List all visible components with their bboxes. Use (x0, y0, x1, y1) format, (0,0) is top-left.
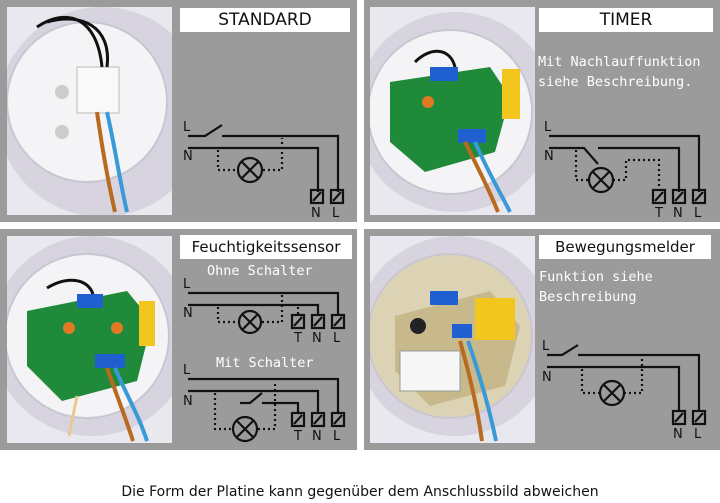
label-N: N (183, 149, 193, 164)
wiring-diagram-humidity: L N T N L L N T N L (183, 277, 346, 444)
label-L: L (183, 120, 191, 135)
label-L: L (542, 339, 550, 354)
panel-title-motion: Bewegungsmelder (539, 235, 711, 259)
motion-note-line2: Beschreibung (539, 289, 637, 305)
label-L: L (183, 363, 191, 378)
terminal-T: T (293, 331, 302, 346)
label-N: N (183, 306, 193, 321)
fan-photo-standard (7, 7, 172, 215)
wiring-diagram-standard: L N N L (183, 120, 345, 221)
terminal-L: L (333, 429, 341, 444)
label-N: N (542, 370, 552, 385)
terminal-L: L (332, 206, 340, 221)
panel-humidity: Feuchtigkeitssensor Ohne Schalter Mit Sc… (0, 229, 357, 450)
lamp-symbol (236, 156, 264, 184)
terminal-N: N (673, 206, 683, 221)
label-L: L (544, 120, 552, 135)
panel-title-humidity: Feuchtigkeitssensor (180, 235, 352, 259)
fan-photo-timer (370, 7, 535, 215)
fan-photo-motion (370, 236, 535, 443)
humidity-board-photo (7, 236, 172, 442)
label-N: N (183, 394, 193, 409)
terminal-T: T (293, 429, 302, 444)
lamp-symbol (587, 166, 615, 194)
timer-note-line2: siehe Beschreibung. (538, 74, 693, 90)
terminal-N: N (312, 331, 322, 346)
footer-note: Die Form der Platine kann gegenüber dem … (121, 484, 599, 500)
timer-board-photo (370, 12, 535, 213)
panel-timer: TIMER Mit Nachlauffunktion siehe Beschre… (364, 0, 720, 222)
motion-board-photo (370, 236, 535, 442)
timer-note-line1: Mit Nachlauffunktion (538, 54, 701, 70)
terminal-N: N (311, 206, 321, 221)
panel-title-standard: STANDARD (180, 8, 350, 32)
terminal-N: N (312, 429, 322, 444)
motion-note-line1: Funktion siehe (539, 269, 653, 285)
wiring-diagram-timer: L N T N L (544, 120, 707, 221)
panel-title-timer: TIMER (539, 8, 713, 32)
panel-standard: STANDARD L N N L (0, 0, 357, 222)
fan-photo-humidity (7, 236, 172, 443)
wiring-diagram-motion: L N N L (542, 339, 707, 442)
label-N: N (544, 149, 554, 164)
terminal-N: N (673, 427, 683, 442)
terminal-L: L (333, 331, 341, 346)
terminal-L: L (694, 427, 702, 442)
panel-motion: Bewegungsmelder Funktion siehe Beschreib… (364, 229, 720, 450)
fan-wiring-photo (7, 7, 172, 215)
terminal-L: L (694, 206, 702, 221)
humidity-sub-with-switch: Mit Schalter (216, 355, 314, 371)
humidity-sub-without-switch: Ohne Schalter (207, 263, 313, 279)
terminal-T: T (654, 206, 663, 221)
label-L: L (183, 277, 191, 292)
